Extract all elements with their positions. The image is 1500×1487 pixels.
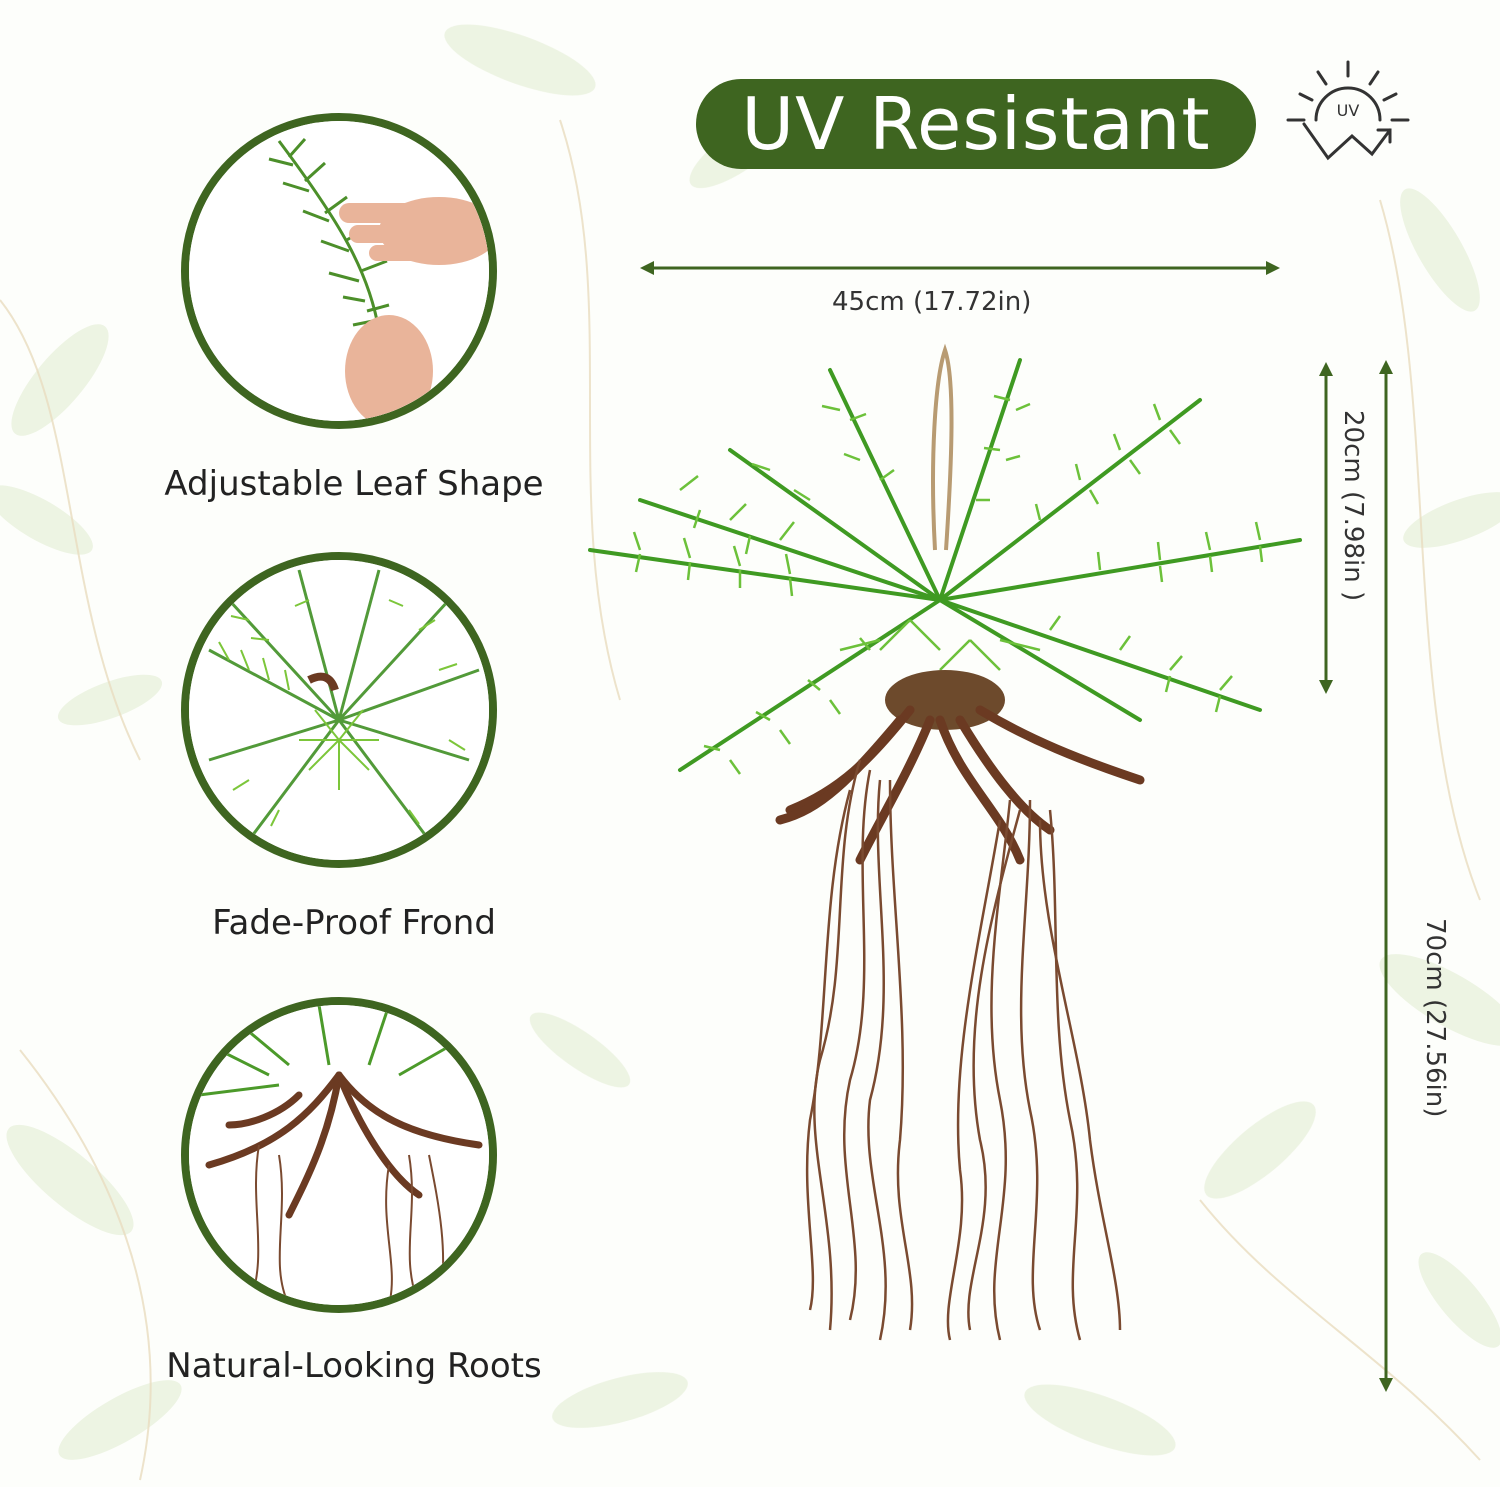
uv-resistant-badge: UV Resistant <box>696 79 1256 169</box>
uv-icon-text: UV <box>1337 101 1360 120</box>
fern-needles <box>632 394 1264 775</box>
feature-image-roots <box>181 997 497 1313</box>
thick-roots <box>775 705 1145 865</box>
feature-caption-roots: Natural-Looking Roots <box>166 1346 542 1386</box>
feature-image-leaf-shape <box>181 113 497 429</box>
frond-photo <box>189 560 489 860</box>
roots-photo <box>189 1005 489 1305</box>
total-height-label: 70cm (27.56in) <box>1420 918 1450 1118</box>
hanging-plant-photo <box>588 343 1302 1341</box>
fern-fronds <box>588 358 1302 772</box>
hand-stem-photo <box>189 121 489 421</box>
feature-caption-frond: Fade-Proof Frond <box>212 903 496 943</box>
feature-image-frond <box>181 552 497 868</box>
hanging-roots <box>805 759 1122 1341</box>
uv-sun-icon: UV <box>1286 60 1410 161</box>
uv-resistant-label: UV Resistant <box>741 82 1211 166</box>
foliage-height-label: 20cm (7.98in ) <box>1338 410 1368 602</box>
width-label: 45cm (17.72in) <box>832 287 1032 317</box>
feature-caption-leaf-shape: Adjustable Leaf Shape <box>164 464 544 504</box>
moss-base <box>885 670 1005 730</box>
hanging-twine <box>931 343 954 551</box>
